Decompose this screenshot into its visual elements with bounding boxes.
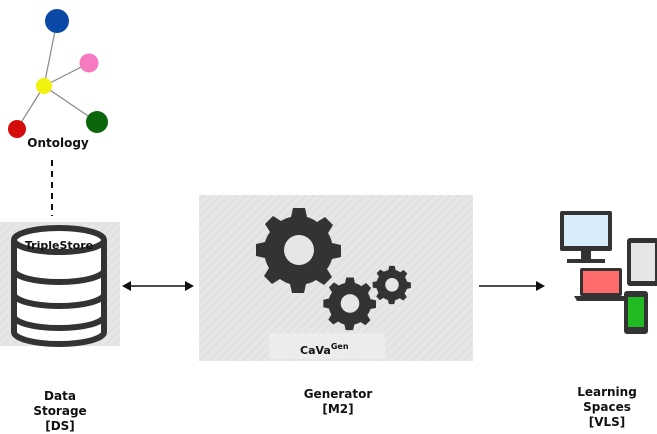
generator-panel [199, 195, 473, 361]
caption-line: [M2] [322, 402, 354, 416]
bidirectional-arrow [122, 281, 194, 291]
ontology-graph [8, 9, 108, 138]
ontology-node-blue [45, 9, 69, 33]
caption-line: Spaces [583, 400, 631, 414]
output-arrow [479, 281, 545, 291]
ontology-node-red [8, 120, 26, 138]
gear-medium-icon [323, 277, 377, 331]
caption-line: [VLS] [588, 415, 626, 429]
gear-large-icon [256, 208, 341, 293]
database-icon [0, 222, 120, 347]
laptop-icon [574, 268, 628, 301]
gear-small-icon [372, 265, 411, 305]
tablet-icon [627, 238, 657, 286]
caption-line: Learning [577, 385, 637, 399]
phone-icon [624, 291, 648, 334]
caption-line: Data [44, 389, 76, 403]
cavagen-label: CaVaGen [300, 342, 349, 357]
caption-line: Generator [303, 387, 373, 401]
triplestore-label: TripleStore [25, 239, 93, 252]
caption-line: [DS] [45, 419, 75, 433]
ontology-node-yellow [36, 78, 52, 94]
ontology-label: Ontology [27, 136, 89, 150]
caption-line: Storage [33, 404, 87, 418]
generator-caption: Generator [M2] [293, 387, 383, 417]
ontology-node-green [86, 111, 108, 133]
data-storage-caption: Data Storage [DS] [20, 389, 100, 434]
learning-spaces-caption: Learning Spaces [VLS] [567, 385, 647, 430]
ontology-node-pink [79, 53, 99, 73]
monitor-icon [560, 211, 612, 263]
